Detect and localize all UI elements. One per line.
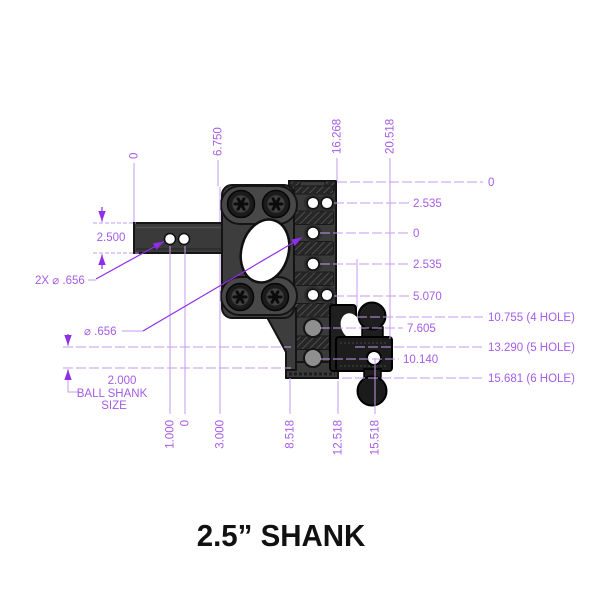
top-hitch-ball — [357, 301, 387, 331]
dim-right-10140: 10.140 — [403, 354, 438, 366]
dim-bottom-8518: 8.518 — [285, 420, 297, 449]
dim-bottom-15518: 15.518 — [370, 420, 382, 455]
leader-rail-hole: ⌀ .656 — [84, 236, 303, 338]
dim-top-16268: 16.268 — [332, 119, 344, 154]
dimensions: 0 6.750 16.268 20.518 1.000 0 3.000 8.51… — [35, 119, 575, 455]
dim-right-5070: 5.070 — [413, 291, 442, 303]
dim-bottom-1000: 1.000 — [165, 420, 177, 449]
ball-shank-label1: BALL SHANK — [77, 388, 148, 400]
shank-bar — [133, 222, 227, 254]
ball-shank-value: 2.000 — [108, 375, 137, 387]
dim-bottom-0: 0 — [180, 420, 192, 426]
dim-right-0-mid: 0 — [413, 228, 419, 240]
dim-ball-shank-size: 2.000 BALL SHANK SIZE — [63, 334, 291, 412]
shank-hole-1 — [163, 232, 177, 246]
dim-bottom-12518: 12.518 — [333, 420, 345, 455]
dim-right-2535b: 2.535 — [413, 259, 442, 271]
dim-right-0-top: 0 — [488, 177, 494, 189]
dim-right-10755-4hole: 10.755 (4 HOLE) — [488, 312, 575, 324]
hitch-part — [133, 180, 393, 407]
dim-bottom-3000: 3.000 — [215, 420, 227, 449]
leader-shank-holes-label: 2X ⌀ .656 — [35, 275, 85, 287]
dim-left-2500: 2.500 — [97, 232, 126, 244]
head-plate — [220, 184, 298, 371]
dim-top-20518: 20.518 — [385, 119, 397, 154]
torx-bolts — [225, 189, 291, 312]
dim-right-13290-5hole: 13.290 (5 HOLE) — [488, 342, 575, 354]
mount-pin-hole — [366, 350, 382, 366]
bottom-hitch-ball — [356, 375, 388, 407]
dim-right-15681-6hole: 15.681 (6 HOLE) — [488, 373, 575, 385]
leader-shank-holes: 2X ⌀ .656 — [35, 240, 165, 287]
dim-right-7605: 7.605 — [407, 323, 436, 335]
ball-shank-label2: SIZE — [101, 400, 127, 412]
dim-top-0: 0 — [129, 153, 141, 159]
rail-holes — [306, 196, 334, 302]
leader-rail-hole-label: ⌀ .656 — [84, 326, 117, 338]
dim-shank-height: 2.500 — [93, 207, 140, 269]
clamp-cutout — [340, 313, 362, 339]
dual-ball-mount — [329, 301, 393, 407]
dim-right-2535a: 2.535 — [413, 198, 442, 210]
shank-hole-2 — [177, 232, 191, 246]
dim-top-6750: 6.750 — [213, 127, 225, 156]
drawing-title: 2.5” SHANK — [196, 518, 366, 553]
